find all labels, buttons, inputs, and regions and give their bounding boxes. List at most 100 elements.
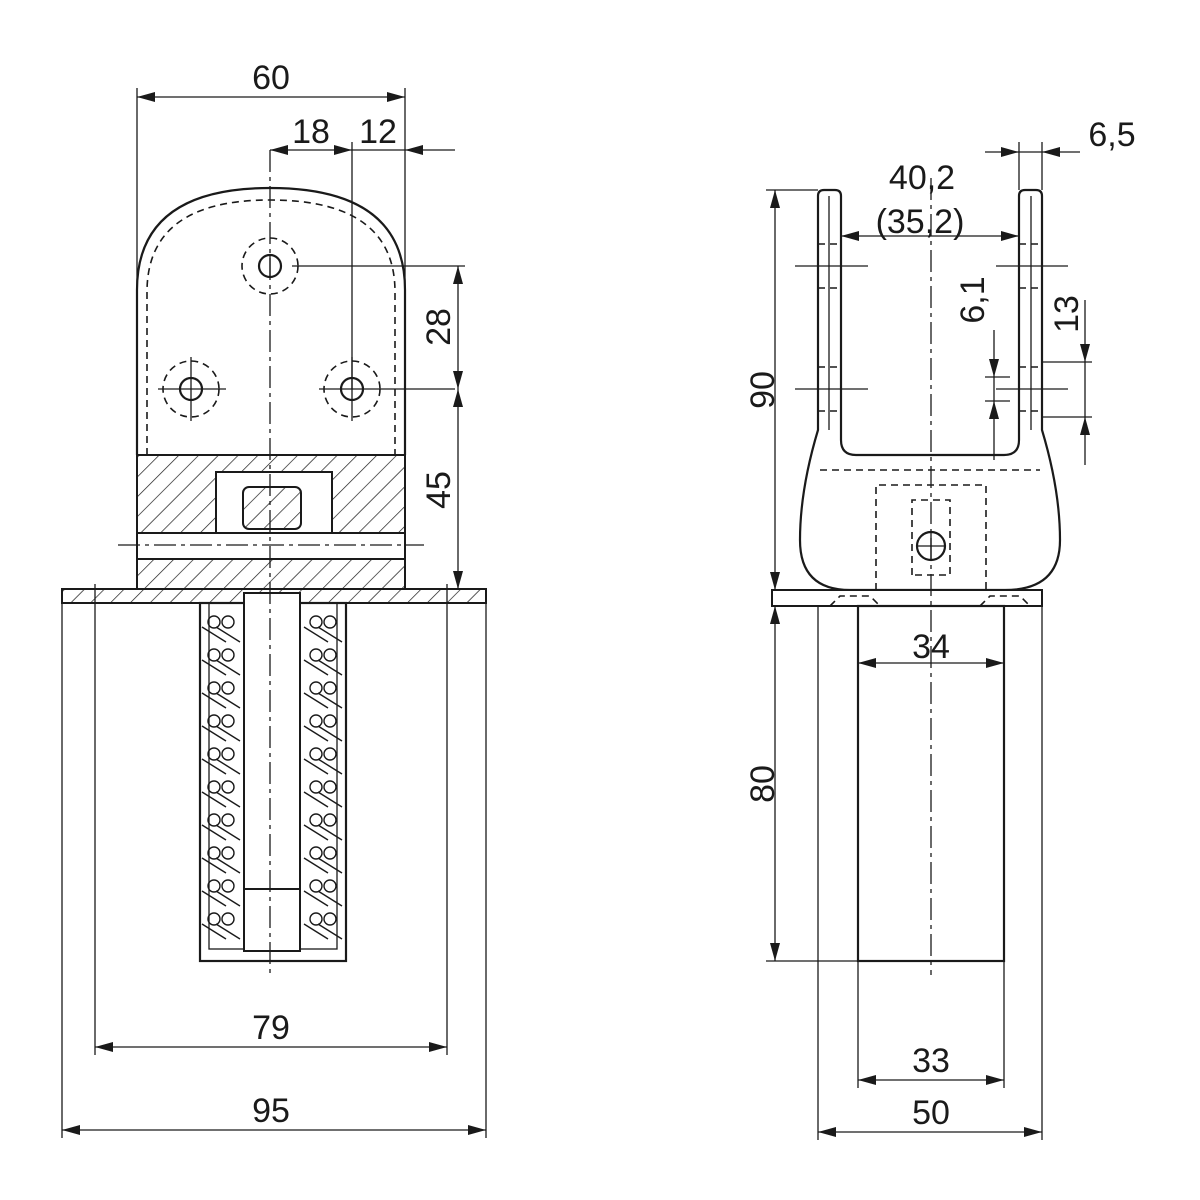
spring-coil bbox=[309, 912, 323, 926]
dim-28: 28 bbox=[420, 308, 458, 346]
spring-coil-line bbox=[303, 758, 329, 775]
spring-coil bbox=[309, 813, 323, 827]
dim-33: 33 bbox=[912, 1042, 950, 1080]
spring-coil-line bbox=[201, 857, 227, 874]
clamp-band bbox=[136, 532, 406, 560]
dim-6-5: 6,5 bbox=[1088, 116, 1135, 154]
dim-34: 34 bbox=[912, 628, 950, 666]
dim-12: 12 bbox=[359, 113, 397, 151]
hole-left bbox=[158, 357, 226, 421]
spring-coil-line bbox=[317, 659, 343, 676]
dim-90: 90 bbox=[744, 371, 782, 409]
spring-coil-line bbox=[201, 758, 227, 775]
spring-coil bbox=[207, 780, 221, 794]
spring-coil-line bbox=[317, 824, 343, 841]
spring-coil-line bbox=[215, 758, 241, 775]
spring-coil-line bbox=[215, 857, 241, 874]
spring-coils-right bbox=[303, 615, 343, 940]
fork-holes-lower bbox=[795, 366, 1068, 412]
spring-coil-line bbox=[303, 692, 329, 709]
spring-coil-line bbox=[317, 725, 343, 742]
spring-coil bbox=[309, 879, 323, 893]
side-dimensions: 40,2 (35,2) 6,5 6,1 13 90 80 bbox=[744, 116, 1136, 1140]
spring-coil-line bbox=[303, 923, 329, 940]
spring-coil bbox=[323, 912, 337, 926]
clamp-body-lower bbox=[136, 558, 406, 590]
spring-coil bbox=[221, 879, 235, 893]
spring-coil bbox=[221, 681, 235, 695]
spring-coil-line bbox=[317, 758, 343, 775]
spring-coil-line bbox=[303, 626, 329, 643]
spring-coil-line bbox=[201, 890, 227, 907]
dim-95: 95 bbox=[252, 1092, 290, 1130]
spring-coil-line bbox=[215, 791, 241, 808]
spring-coils-left bbox=[201, 615, 241, 940]
spring-coil-line bbox=[303, 857, 329, 874]
spring-coil-line bbox=[317, 626, 343, 643]
bolt-end bbox=[243, 888, 301, 952]
dim-6-1: 6,1 bbox=[954, 276, 992, 323]
spring-coil bbox=[309, 615, 323, 629]
dim-80: 80 bbox=[744, 765, 782, 803]
spring-coil bbox=[323, 648, 337, 662]
spring-coil-line bbox=[201, 626, 227, 643]
spring-coil-line bbox=[317, 890, 343, 907]
spring-coil bbox=[323, 846, 337, 860]
spring-coil bbox=[207, 846, 221, 860]
spring-coil bbox=[221, 648, 235, 662]
spring-coil bbox=[221, 912, 235, 926]
spring-coil bbox=[309, 846, 323, 860]
side-view bbox=[771, 178, 1068, 975]
spring-coil bbox=[221, 714, 235, 728]
dim-18: 18 bbox=[292, 113, 330, 151]
spring-coil bbox=[309, 681, 323, 695]
spring-coil-line bbox=[201, 659, 227, 676]
spring-coil bbox=[221, 780, 235, 794]
front-view bbox=[61, 150, 487, 975]
fork-outline bbox=[798, 188, 1062, 592]
spring-coil-line bbox=[317, 857, 343, 874]
spring-coil-line bbox=[201, 824, 227, 841]
front-dimensions: 60 18 12 28 45 79 95 bbox=[61, 59, 487, 1138]
spring-coil bbox=[323, 615, 337, 629]
spring-coil bbox=[309, 780, 323, 794]
clamp-nut bbox=[242, 486, 302, 530]
spring-coil bbox=[207, 615, 221, 629]
spring-coil-line bbox=[201, 923, 227, 940]
dim-35-2: (35,2) bbox=[876, 203, 965, 241]
spring-coil bbox=[309, 648, 323, 662]
spring-coil bbox=[207, 714, 221, 728]
spring-coil-line bbox=[215, 824, 241, 841]
spring-coil-line bbox=[317, 791, 343, 808]
spring-coil bbox=[309, 714, 323, 728]
fork-holes-upper bbox=[795, 243, 1068, 289]
spring-coil bbox=[221, 615, 235, 629]
spring-coil bbox=[323, 879, 337, 893]
spring-coil-line bbox=[215, 626, 241, 643]
spring-coil-line bbox=[215, 725, 241, 742]
dim-60: 60 bbox=[252, 59, 290, 97]
spring-coil-line bbox=[201, 725, 227, 742]
dim-79: 79 bbox=[252, 1009, 290, 1047]
spring-coil bbox=[207, 747, 221, 761]
spring-coil bbox=[207, 912, 221, 926]
spring-coil-line bbox=[215, 692, 241, 709]
spring-coil-line bbox=[317, 923, 343, 940]
spring-coil bbox=[323, 714, 337, 728]
spring-coil bbox=[221, 846, 235, 860]
spring-coil-line bbox=[303, 824, 329, 841]
spring-coil bbox=[221, 747, 235, 761]
dim-50: 50 bbox=[912, 1094, 950, 1132]
spring-coil bbox=[207, 879, 221, 893]
spring-coil bbox=[207, 648, 221, 662]
spring-coil-line bbox=[215, 923, 241, 940]
spring-coil-line bbox=[201, 791, 227, 808]
spring-coil bbox=[323, 747, 337, 761]
spring-coil-line bbox=[215, 659, 241, 676]
spring-coil-line bbox=[317, 692, 343, 709]
spring-coil bbox=[207, 813, 221, 827]
spring-coil bbox=[323, 780, 337, 794]
inner-nut-hidden bbox=[911, 499, 951, 576]
side-base-plate bbox=[771, 589, 1043, 607]
